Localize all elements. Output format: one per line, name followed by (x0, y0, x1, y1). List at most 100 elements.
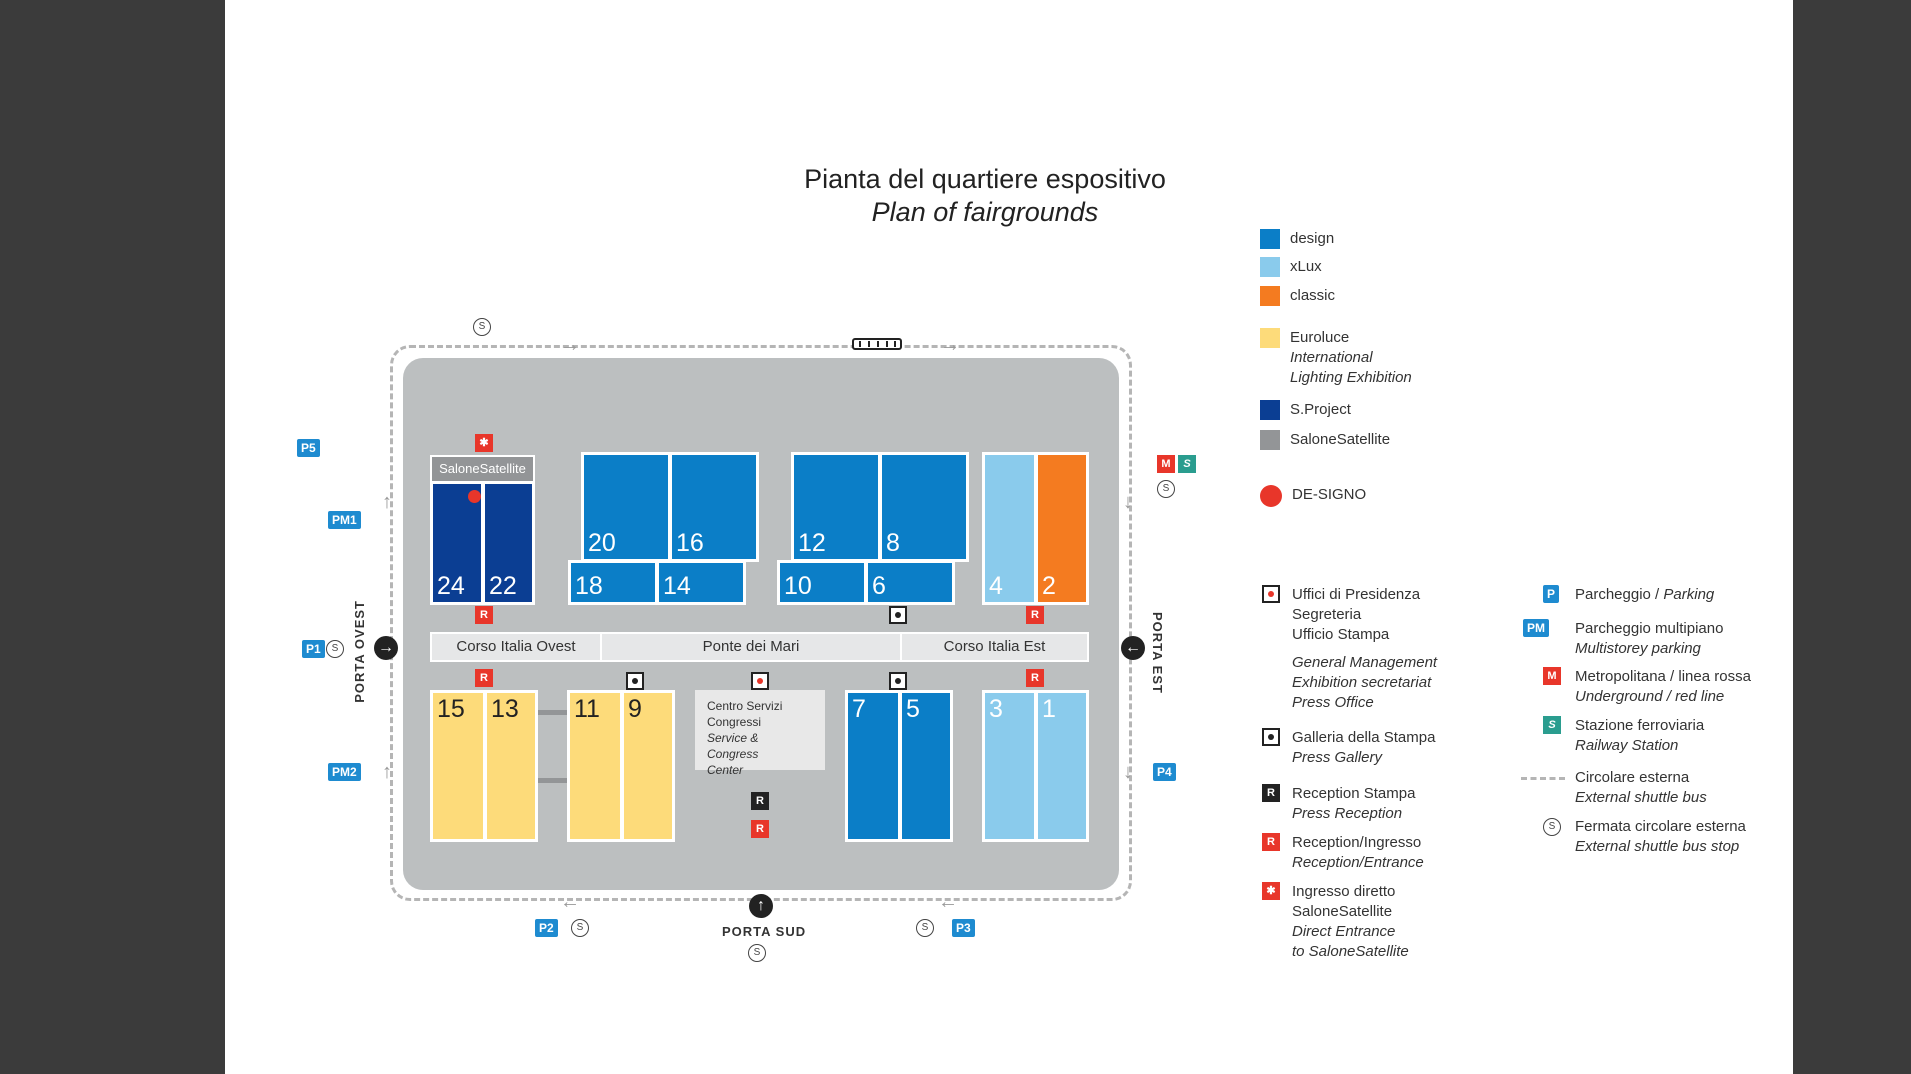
street-corso-italia-est: Corso Italia Est (900, 632, 1089, 662)
hall-16[interactable]: 16 (669, 452, 759, 562)
arrow-right-icon: → (560, 334, 580, 356)
hall-18[interactable]: 18 (568, 560, 658, 605)
hall-connector (538, 710, 569, 715)
porta-ovest-label: PORTA OVEST (352, 600, 367, 703)
metro-icon[interactable]: M (1157, 455, 1175, 473)
reception-entrance-icon[interactable]: R (751, 820, 769, 838)
legend-design: design (1260, 229, 1334, 249)
parking-p2[interactable]: P2 (535, 919, 558, 937)
reception-entrance-icon[interactable]: R (475, 669, 493, 687)
shuttle-stop-icon[interactable]: S (473, 318, 491, 336)
multistorey-parking-icon: PM (1523, 619, 1549, 637)
parking-pm1[interactable]: PM1 (328, 511, 361, 529)
street-ponte-dei-mari: Ponte dei Mari (600, 632, 902, 662)
hall-6[interactable]: 6 (865, 560, 955, 605)
legend-designo: DE-SIGNO (1260, 485, 1366, 507)
railway-station-icon: S (1543, 716, 1561, 734)
shuttle-stop-icon[interactable]: S (1157, 480, 1175, 498)
porta-ovest-gate-icon[interactable]: → (374, 636, 398, 660)
hall-12[interactable]: 12 (791, 452, 881, 562)
hall-2[interactable]: 2 (1035, 452, 1089, 605)
parking-p4[interactable]: P4 (1153, 763, 1176, 781)
hall-22[interactable]: 22 (482, 481, 535, 605)
railway-station-icon[interactable]: S (1178, 455, 1196, 473)
title-italian: Pianta del quartiere espositivo (804, 164, 1166, 194)
legend-sproject: S.Project (1260, 400, 1351, 420)
reception-entrance-icon[interactable]: R (475, 606, 493, 624)
parking-icon: P (1543, 585, 1560, 603)
press-gallery-icon (1262, 728, 1280, 746)
reception-entrance-icon[interactable]: R (1026, 669, 1044, 687)
porta-est-label: PORTA EST (1150, 612, 1165, 694)
salonesatellite-label[interactable]: SaloneSatellite (430, 455, 535, 483)
hall-1[interactable]: 1 (1035, 690, 1089, 842)
porta-sud-gate-icon[interactable]: ↑ (749, 894, 773, 918)
hall-9[interactable]: 9 (621, 690, 675, 842)
shuttle-bus-icon (852, 338, 902, 350)
fairgrounds-map: → → ↓ ↓ ← ← ↑ ↑ SaloneSatellite 24 22 18… (225, 0, 1793, 1074)
designo-dot-icon (1260, 485, 1282, 507)
press-gallery-icon[interactable] (626, 672, 644, 690)
hall-connector (538, 778, 569, 783)
metro-icon: M (1543, 667, 1561, 685)
legend-swatch (1260, 430, 1280, 450)
arrow-up-icon: ↑ (382, 761, 392, 783)
reception-entrance-icon: R (1262, 833, 1280, 851)
shuttle-stop-icon[interactable]: S (571, 919, 589, 937)
press-gallery-icon[interactable] (889, 606, 907, 624)
arrow-left-icon: ← (560, 891, 580, 913)
title-english: Plan of fairgrounds (871, 197, 1099, 227)
shuttle-stop-icon[interactable]: S (916, 919, 934, 937)
legend-swatch (1260, 286, 1280, 306)
hall-8[interactable]: 8 (879, 452, 969, 562)
hall-5[interactable]: 5 (899, 690, 953, 842)
parking-p1[interactable]: P1 (302, 640, 325, 658)
parking-p3[interactable]: P3 (952, 919, 975, 937)
hall-7[interactable]: 7 (845, 690, 901, 842)
parking-p5[interactable]: P5 (297, 439, 320, 457)
shuttle-stop-icon[interactable]: S (748, 944, 766, 962)
hall-3[interactable]: 3 (982, 690, 1037, 842)
hall-11[interactable]: 11 (567, 690, 623, 842)
centro-servizi-congressi[interactable]: Centro Servizi Congressi Service & Congr… (695, 690, 825, 777)
street-corso-italia-ovest: Corso Italia Ovest (430, 632, 602, 662)
legend-classic: classic (1260, 286, 1335, 306)
shuttle-stop-icon: S (1543, 818, 1561, 836)
hall-15[interactable]: 15 (430, 690, 486, 842)
press-office-icon (1262, 585, 1280, 603)
press-gallery-icon[interactable] (889, 672, 907, 690)
legend-xlux: xLux (1260, 257, 1322, 277)
shuttle-stop-icon[interactable]: S (326, 640, 344, 658)
hall-20[interactable]: 20 (581, 452, 671, 562)
porta-est-gate-icon[interactable]: ← (1121, 636, 1145, 660)
page: Pianta del quartiere espositivo Plan of … (225, 0, 1793, 1074)
hall-10[interactable]: 10 (777, 560, 867, 605)
legend-swatch (1260, 229, 1280, 249)
reception-entrance-icon[interactable]: R (1026, 606, 1044, 624)
legend-parcheggio: P Parcheggio / Parking (1521, 585, 1714, 607)
direct-entrance-icon[interactable]: ✱ (475, 434, 493, 452)
press-reception-icon[interactable]: R (751, 792, 769, 810)
legend-swatch (1260, 328, 1280, 348)
arrow-right-icon: → (940, 334, 960, 356)
hall-4[interactable]: 4 (982, 452, 1037, 605)
arrow-left-icon: ← (938, 891, 958, 913)
legend-salonesatellite: SaloneSatellite (1260, 430, 1390, 450)
hall-14[interactable]: 14 (656, 560, 746, 605)
press-reception-icon: R (1262, 784, 1280, 802)
hall-13[interactable]: 13 (484, 690, 538, 842)
press-office-icon[interactable] (751, 672, 769, 690)
legend-swatch (1260, 400, 1280, 420)
parking-pm2[interactable]: PM2 (328, 763, 361, 781)
arrow-up-icon: ↑ (382, 491, 392, 513)
designo-marker[interactable] (468, 490, 481, 503)
arrow-down-icon: ↓ (1123, 491, 1133, 513)
